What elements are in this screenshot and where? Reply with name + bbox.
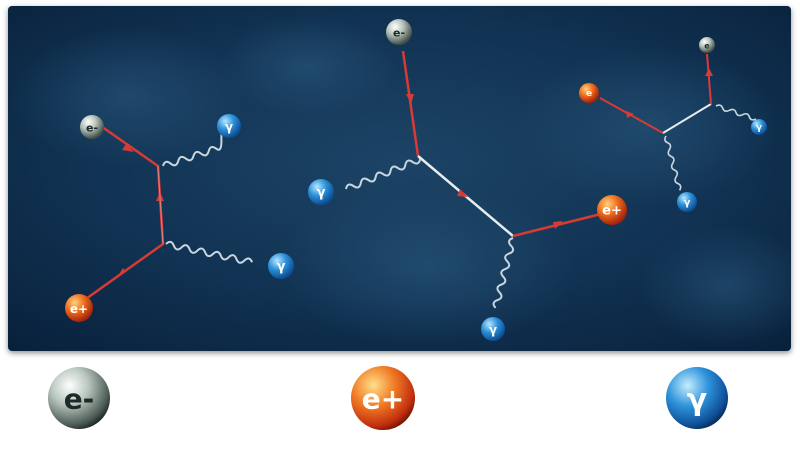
particle-positron: e+ bbox=[597, 195, 627, 225]
center-photon-wave-1 bbox=[345, 158, 422, 190]
photon-label: γ bbox=[684, 198, 691, 209]
legend-electron-symbol: e- bbox=[64, 383, 95, 416]
center-feynman-diagram: e- γ e+ γ bbox=[308, 19, 627, 341]
right-internal-line bbox=[662, 103, 712, 134]
particle-photon: γ bbox=[481, 317, 505, 341]
particle-photon: γ bbox=[677, 192, 697, 212]
left-photon-wave-2 bbox=[165, 240, 254, 264]
positron-label: e+ bbox=[70, 302, 88, 316]
right-photon-wave-1 bbox=[715, 104, 757, 121]
particle-photon: γ bbox=[217, 114, 241, 138]
electron-label: e- bbox=[393, 27, 405, 40]
particle-photon: γ bbox=[751, 119, 767, 135]
particle-photon: γ bbox=[268, 253, 294, 279]
positron-label: e+ bbox=[602, 204, 622, 219]
left-arrow-3 bbox=[118, 268, 126, 276]
particle-electron: e bbox=[699, 37, 715, 53]
feynman-diagram-panel: e- γ e+ γ bbox=[8, 6, 791, 351]
legend-photon: γ bbox=[666, 367, 728, 429]
particle-legend: e- e+ γ bbox=[0, 352, 800, 454]
right-fermion-line-2 bbox=[706, 53, 712, 105]
left-arrow-1 bbox=[122, 144, 134, 152]
electron-label: e- bbox=[86, 122, 98, 135]
particle-electron: e- bbox=[386, 19, 412, 45]
right-fermion-line-1 bbox=[599, 97, 664, 134]
left-arrow-2 bbox=[156, 192, 164, 201]
particle-positron: e bbox=[579, 83, 599, 103]
positron-label: e bbox=[586, 89, 592, 99]
left-feynman-diagram: e- γ e+ γ bbox=[65, 114, 294, 322]
center-photon-wave-2 bbox=[492, 237, 515, 309]
diagram-canvas: e- γ e+ γ bbox=[8, 6, 791, 351]
center-fermion-line-1 bbox=[401, 50, 420, 157]
photon-label: γ bbox=[756, 123, 762, 133]
photon-label: γ bbox=[317, 186, 326, 201]
photon-label: γ bbox=[225, 120, 233, 134]
particle-photon: γ bbox=[308, 179, 334, 205]
legend-canvas: e- e+ γ bbox=[48, 366, 728, 430]
photon-label: γ bbox=[277, 260, 286, 275]
particle-electron: e- bbox=[80, 115, 104, 139]
legend-electron: e- bbox=[48, 367, 110, 429]
legend-photon-symbol: γ bbox=[687, 383, 707, 418]
left-photon-wave-1 bbox=[162, 127, 228, 167]
electron-label: e bbox=[704, 42, 710, 51]
legend-positron: e+ bbox=[351, 366, 415, 430]
legend-positron-symbol: e+ bbox=[362, 383, 404, 416]
right-feynman-diagram: e e γ γ bbox=[579, 37, 767, 212]
particle-positron: e+ bbox=[65, 294, 93, 322]
photon-label: γ bbox=[489, 323, 497, 337]
right-photon-wave-2 bbox=[664, 135, 682, 191]
